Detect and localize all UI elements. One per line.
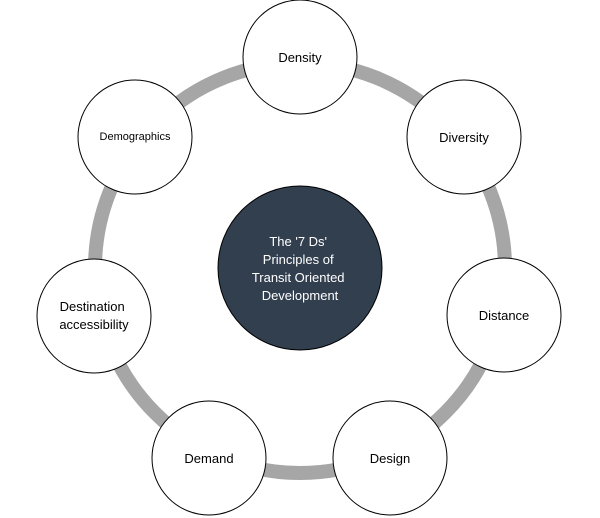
- node-density: Density: [242, 0, 358, 115]
- node-label: Diversity: [439, 130, 489, 145]
- node-label: Density: [278, 50, 322, 65]
- center-line: Principles of: [263, 252, 334, 267]
- center-line: Development: [262, 288, 339, 303]
- node-circle: [332, 400, 448, 516]
- node-destination-accessibility: Destination accessibility: [36, 258, 152, 374]
- node-demographics: Demographics: [77, 79, 193, 195]
- node-distance: Distance: [446, 257, 562, 373]
- node-circle: [151, 400, 267, 516]
- node-circle: [36, 258, 152, 374]
- node-circle: [446, 257, 562, 373]
- node-label: Demand: [184, 451, 233, 466]
- center-line: The '7 Ds': [269, 234, 327, 249]
- node-circle: [242, 0, 358, 115]
- node-label: Distance: [479, 308, 530, 323]
- node-design: Design: [332, 400, 448, 516]
- node-diversity: Diversity: [406, 79, 522, 195]
- center-node: The '7 Ds' Principles of Transit Oriente…: [217, 185, 383, 351]
- node-circle: [406, 79, 522, 195]
- node-label: Design: [370, 451, 410, 466]
- node-circle: [77, 79, 193, 195]
- center-line: Transit Oriented: [252, 270, 345, 285]
- center-circle: [217, 185, 383, 351]
- node-label: Destination accessibility: [59, 299, 129, 332]
- node-demand: Demand: [151, 400, 267, 516]
- node-label: Demographics: [100, 131, 171, 143]
- center-label: The '7 Ds' Principles of Transit Oriente…: [252, 234, 348, 303]
